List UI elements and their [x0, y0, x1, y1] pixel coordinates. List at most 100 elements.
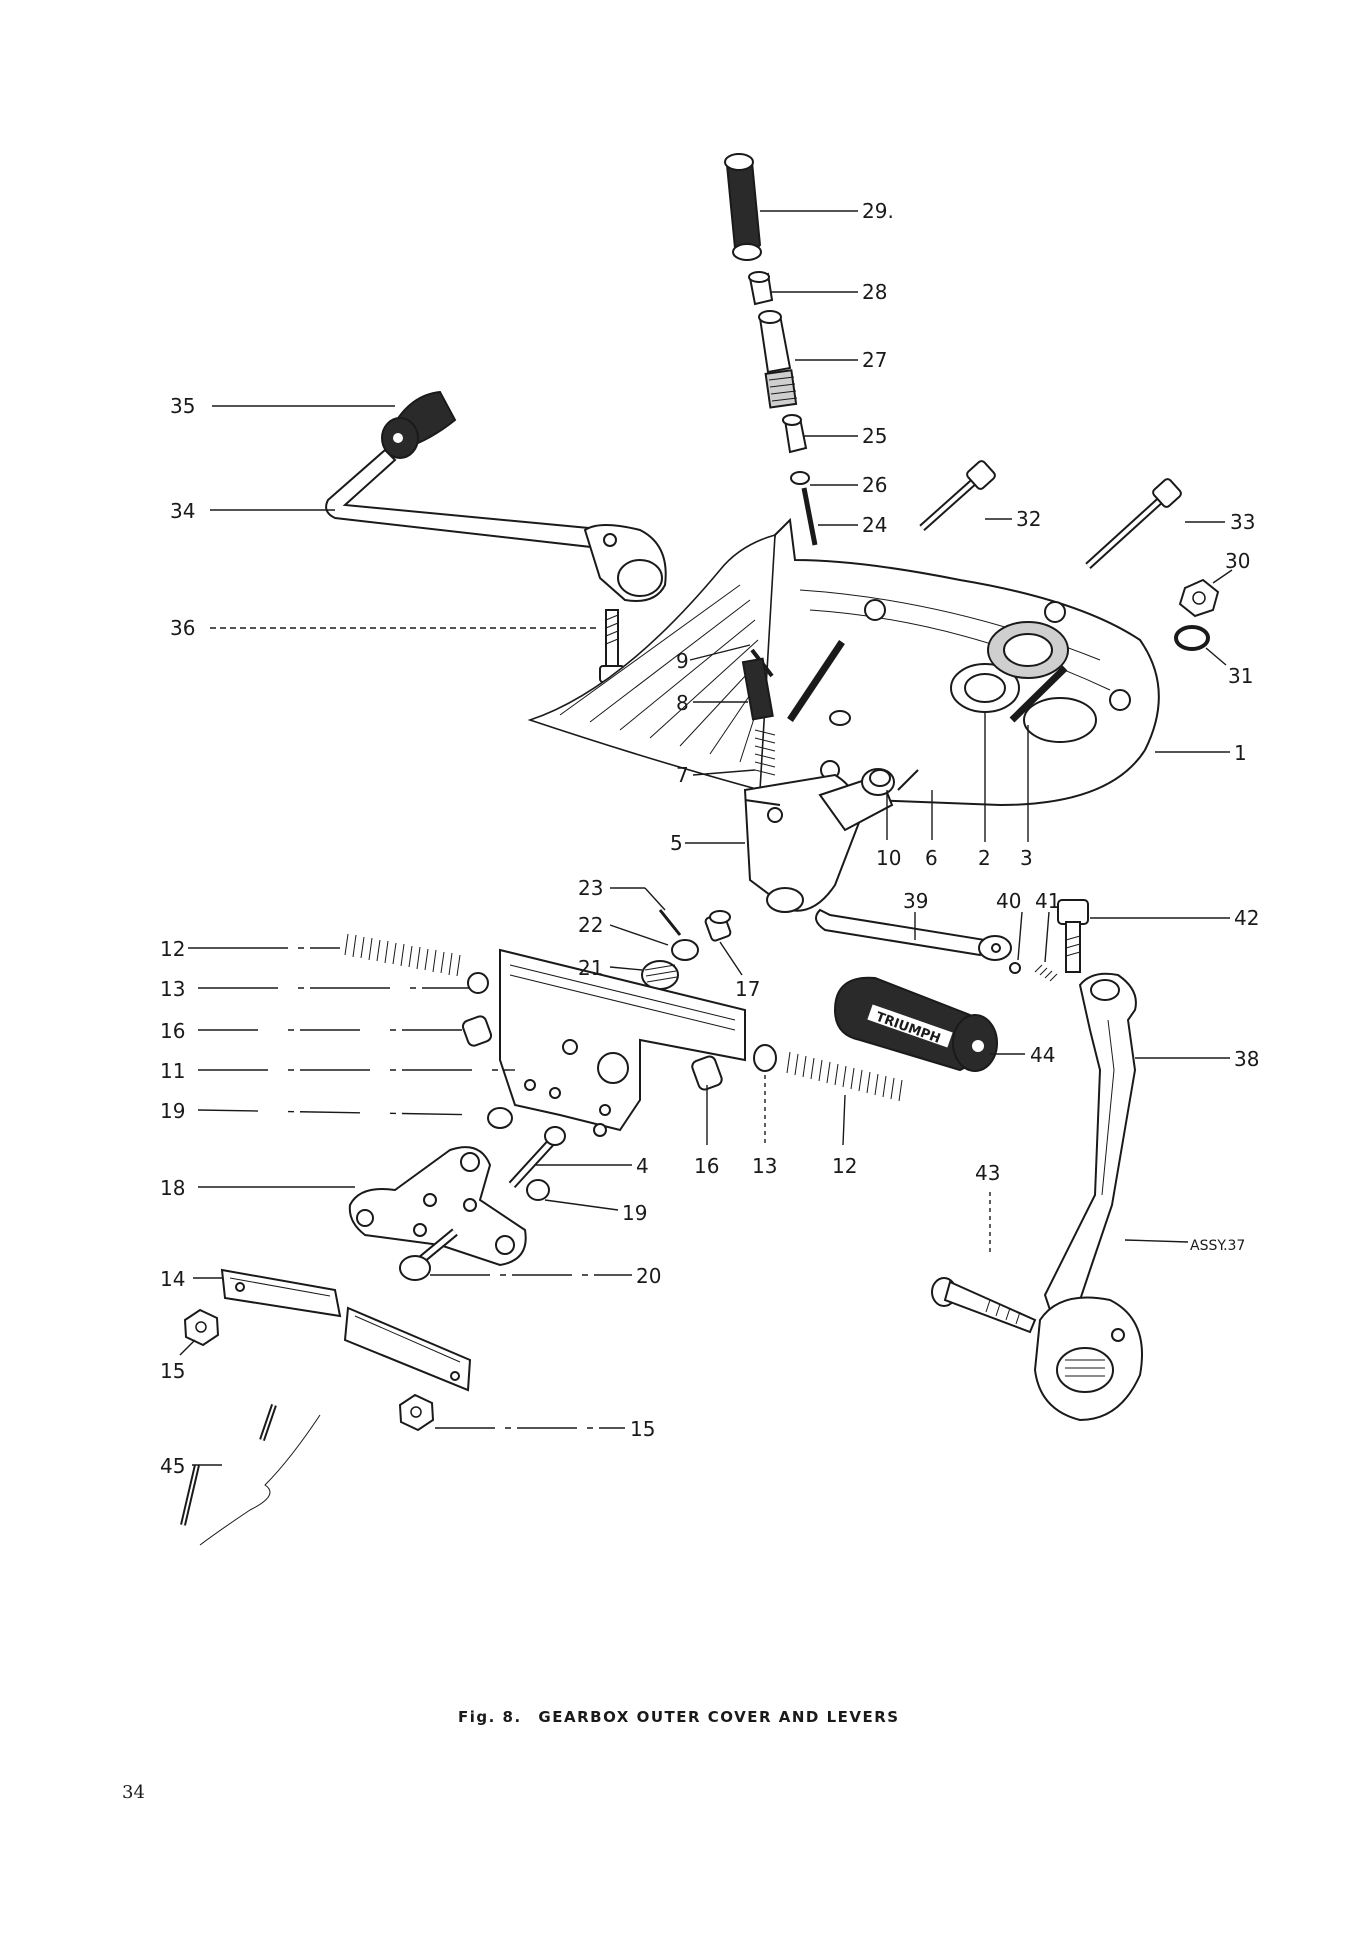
bush-19-upper	[487, 1107, 513, 1129]
washer-22	[671, 939, 699, 961]
callout-34: 34	[170, 499, 195, 523]
figure-title: GEARBOX OUTER COVER AND LEVERS	[538, 1708, 900, 1726]
callout-29: 29.	[862, 199, 894, 223]
split-pin-23	[658, 909, 682, 936]
callout-7: 7	[676, 763, 689, 787]
callout-37-text: ASSY.37	[1190, 1238, 1245, 1254]
washer-26	[790, 471, 810, 485]
callout-13-left: 13	[160, 977, 185, 1001]
stud-4	[508, 1126, 566, 1189]
callout-19-left: 19	[160, 1099, 185, 1123]
callout-24: 24	[862, 513, 887, 537]
callout-11: 11	[160, 1059, 185, 1083]
leader-lines	[179, 210, 1233, 1466]
plunger-8	[741, 657, 774, 721]
callout-6: 6	[925, 846, 938, 870]
callout-15-right: 15	[630, 1417, 655, 1441]
page-number: 34	[122, 1782, 145, 1803]
bush-25	[782, 414, 808, 454]
callout-40: 40	[996, 889, 1021, 913]
rod-39	[815, 908, 1012, 961]
spring-41	[1034, 964, 1058, 982]
bush-16-right	[691, 1055, 723, 1091]
bush-10	[869, 769, 891, 787]
selector-quadrant-18	[348, 1146, 527, 1267]
callout-3: 3	[1020, 846, 1033, 870]
callout-22: 22	[578, 913, 603, 937]
callout-33: 33	[1230, 510, 1255, 534]
gearbox-outer-cover-1	[527, 517, 1160, 807]
spring-21	[641, 960, 679, 990]
nut-15-left	[183, 1308, 220, 1347]
kickstart-rubber-35	[381, 390, 457, 459]
callout-5: 5	[670, 831, 683, 855]
callout-45: 45	[160, 1454, 185, 1478]
gear-knob-29	[724, 153, 762, 261]
figure-caption: Fig. 8. GEARBOX OUTER COVER AND LEVERS	[458, 1708, 978, 1726]
callout-30: 30	[1225, 549, 1250, 573]
callout-12-right: 12	[832, 1154, 857, 1178]
callout-36: 36	[170, 616, 195, 640]
pin-20	[399, 1228, 458, 1281]
footrest-rubber-44	[833, 976, 998, 1072]
bolt-32	[919, 460, 996, 531]
callout-4: 4	[636, 1154, 649, 1178]
bush-28	[748, 271, 774, 306]
callout-39: 39	[903, 889, 928, 913]
ball-13-right	[753, 1044, 777, 1072]
bush-17	[704, 910, 732, 942]
dowel-pins-45	[180, 1404, 321, 1546]
callout-31: 31	[1228, 664, 1253, 688]
callout-16-left: 16	[160, 1019, 185, 1043]
callout-8: 8	[676, 691, 689, 715]
callout-17: 17	[735, 977, 760, 1001]
sleeve-27	[758, 310, 798, 409]
bolt-43	[931, 1277, 1037, 1334]
callout-44: 44	[1030, 1043, 1055, 1067]
bush-19-lower	[526, 1179, 550, 1201]
ball-40	[1009, 962, 1021, 974]
callout-1: 1	[1234, 741, 1247, 765]
callout-9: 9	[676, 649, 689, 673]
callout-28: 28	[862, 280, 887, 304]
callout-26: 26	[862, 473, 887, 497]
callout-2: 2	[978, 846, 991, 870]
spring-12-right	[786, 1051, 903, 1102]
washer-31	[1174, 625, 1210, 651]
gear-lever-38	[1033, 972, 1143, 1422]
callout-37: ASSY.37	[1190, 1238, 1245, 1254]
callout-10: 10	[876, 846, 901, 870]
quadrant-plate-11	[499, 948, 746, 1137]
callout-19-right: 19	[622, 1201, 647, 1225]
kickstart-crank-34	[325, 448, 667, 602]
callout-42: 42	[1234, 906, 1259, 930]
callout-14: 14	[160, 1267, 185, 1291]
callout-25: 25	[862, 424, 887, 448]
callout-18: 18	[160, 1176, 185, 1200]
callout-21: 21	[578, 956, 603, 980]
pin-6	[897, 769, 919, 791]
ball-13-left	[467, 972, 489, 994]
callout-32: 32	[1016, 507, 1041, 531]
callout-43: 43	[975, 1161, 1000, 1185]
callout-35: 35	[170, 394, 195, 418]
retainer-strip-14	[220, 1268, 472, 1392]
pin-24	[801, 487, 818, 546]
callout-15-left: 15	[160, 1359, 185, 1383]
callout-41: 41	[1035, 889, 1060, 913]
quadrant-housing-5	[743, 768, 895, 913]
bolt-33	[1085, 478, 1182, 569]
callout-16-right: 16	[694, 1154, 719, 1178]
callout-13-right: 13	[752, 1154, 777, 1178]
callout-labels: 29. 28 27 25 26 24 32 33 30 31 35 34 36 …	[160, 199, 1259, 1478]
spring-12-left	[344, 927, 471, 977]
nut-15-right	[398, 1393, 435, 1432]
callout-20: 20	[636, 1264, 661, 1288]
figure-number: Fig. 8.	[458, 1708, 522, 1726]
callout-23: 23	[578, 876, 603, 900]
spring-7	[754, 729, 776, 776]
callout-38: 38	[1234, 1047, 1259, 1071]
bolt-42	[1057, 899, 1089, 973]
callout-12-left: 12	[160, 937, 185, 961]
